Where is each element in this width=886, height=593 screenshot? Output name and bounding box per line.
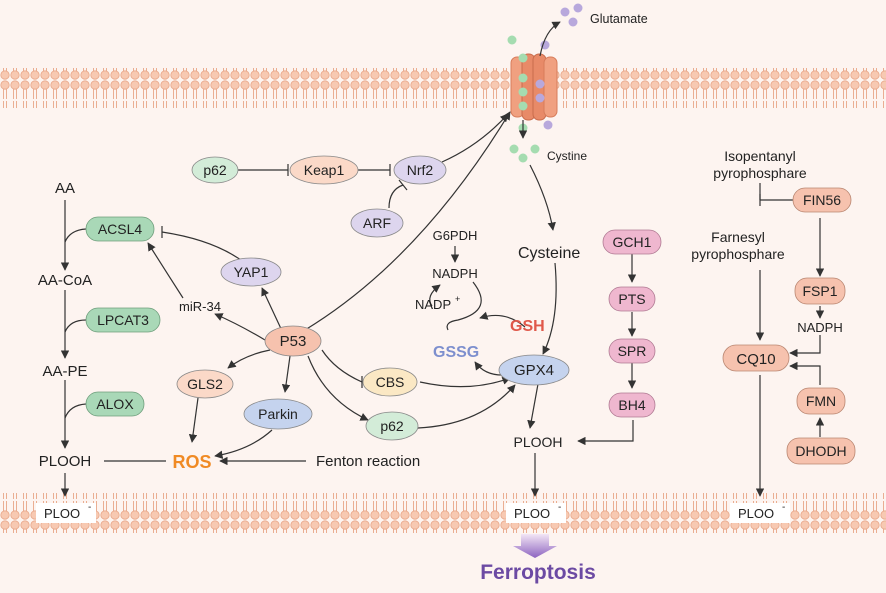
node-pts: PTS (608, 286, 656, 312)
node-p62-top: p62 (191, 156, 239, 184)
svg-text:SPR: SPR (618, 343, 647, 359)
svg-text:NADP: NADP (415, 297, 451, 312)
svg-text:-: - (88, 502, 91, 513)
svg-text:CQ10: CQ10 (736, 351, 775, 368)
label-gsh: GSH (510, 318, 545, 335)
svg-text:YAP1: YAP1 (234, 264, 269, 280)
svg-text:+: + (455, 294, 460, 304)
svg-text:FSP1: FSP1 (802, 283, 837, 299)
node-gch1: GCH1 (602, 229, 662, 255)
svg-text:Parkin: Parkin (258, 406, 298, 422)
label-aa: AA (55, 180, 75, 197)
label-cysteine: Cysteine (518, 245, 580, 262)
node-gls2: GLS2 (176, 369, 234, 399)
svg-text:CBS: CBS (376, 374, 405, 390)
svg-text:ALOX: ALOX (96, 396, 134, 412)
label-farnesyl-1: Farnesyl (711, 229, 765, 245)
svg-text:-: - (782, 502, 785, 513)
label-isopentenyl-1: Isopentanyl (724, 148, 796, 164)
label-gssg: GSSG (433, 344, 479, 361)
svg-text:DHODH: DHODH (795, 443, 846, 459)
pathway-edges (60, 21, 825, 497)
node-bh4: BH4 (608, 392, 656, 418)
svg-text:PTS: PTS (618, 291, 645, 307)
svg-text:FIN56: FIN56 (803, 192, 841, 208)
ferroptosis-arrow (513, 534, 557, 558)
label-glutamate: Glutamate (590, 12, 648, 26)
node-gpx4: GPX4 (498, 354, 570, 386)
label-ploo-mid: PLOO - (506, 502, 566, 523)
transport-molecules (507, 3, 583, 163)
label-nadph-mid: NADPH (432, 266, 478, 281)
node-lpcat3: LPCAT3 (85, 307, 161, 333)
label-aa-coa: AA-CoA (38, 272, 92, 289)
label-plooh-left: PLOOH (39, 453, 92, 470)
svg-text:PLOO: PLOO (44, 506, 80, 521)
node-p62-mid: p62 (365, 411, 419, 441)
label-fenton: Fenton reaction (316, 453, 420, 470)
node-spr: SPR (608, 338, 656, 364)
node-dhodh: DHODH (786, 437, 856, 465)
system-xc-transporter (510, 53, 558, 121)
node-fmn: FMN (796, 387, 846, 415)
node-nrf2: Nrf2 (393, 155, 447, 185)
svg-text:GPX4: GPX4 (514, 362, 554, 379)
node-cq10: CQ10 (722, 344, 790, 372)
svg-text:FMN: FMN (806, 393, 836, 409)
node-p53: P53 (264, 325, 322, 357)
svg-text:BH4: BH4 (618, 397, 645, 413)
label-mir34: miR-34 (179, 299, 221, 314)
node-parkin: Parkin (243, 398, 313, 430)
svg-text:GCH1: GCH1 (613, 234, 652, 250)
label-ploo-right: PLOO - (730, 502, 790, 523)
label-ploo-left: PLOO - (36, 502, 96, 523)
svg-text:Keap1: Keap1 (304, 162, 345, 178)
node-cbs: CBS (362, 367, 418, 397)
svg-text:GLS2: GLS2 (187, 376, 223, 392)
label-farnesyl-2: pyrophosphare (691, 246, 785, 262)
label-aa-pe: AA-PE (42, 363, 87, 380)
node-acsl4: ACSL4 (85, 216, 155, 242)
label-nadp: NADP + (415, 294, 460, 312)
node-yap1: YAP1 (220, 257, 282, 287)
label-isopentenyl-2: pyrophosphare (713, 165, 807, 181)
label-ros: ROS (172, 452, 211, 472)
svg-text:LPCAT3: LPCAT3 (97, 312, 149, 328)
svg-text:p62: p62 (203, 162, 227, 178)
svg-text:PLOO: PLOO (738, 506, 774, 521)
svg-text:-: - (558, 502, 561, 513)
label-ferroptosis: Ferroptosis (480, 561, 596, 584)
label-cystine: Cystine (547, 149, 587, 163)
label-g6pdh: G6PDH (433, 228, 478, 243)
svg-text:p62: p62 (380, 418, 404, 434)
label-nadph-right: NADPH (797, 320, 843, 335)
svg-text:PLOO: PLOO (514, 506, 550, 521)
node-alox: ALOX (85, 391, 145, 417)
node-fin56: FIN56 (792, 187, 852, 213)
label-plooh-mid: PLOOH (513, 434, 562, 450)
node-keap1: Keap1 (289, 155, 359, 185)
svg-text:P53: P53 (280, 333, 307, 350)
svg-text:ARF: ARF (363, 215, 391, 231)
node-fsp1: FSP1 (794, 277, 846, 305)
top-membrane (0, 68, 886, 108)
node-arf: ARF (350, 208, 404, 238)
svg-text:Nrf2: Nrf2 (407, 162, 434, 178)
svg-text:ACSL4: ACSL4 (98, 221, 143, 237)
